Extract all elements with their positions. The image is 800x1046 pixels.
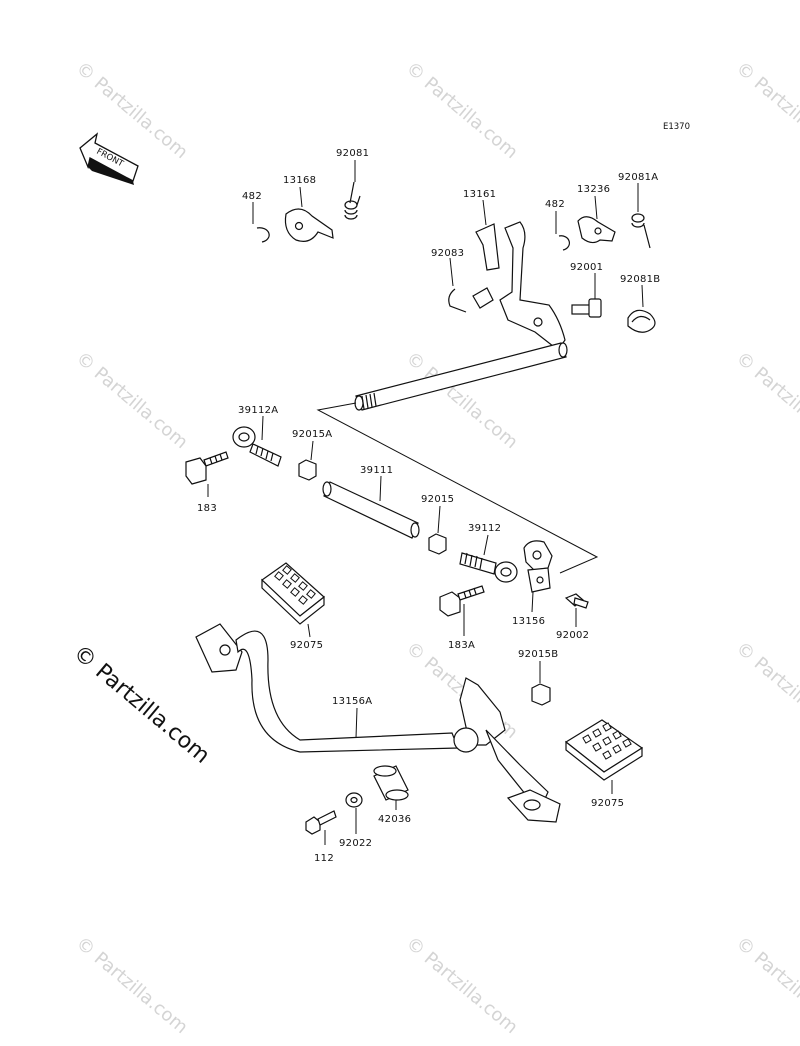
pedal-rubber-92075-upper <box>261 562 325 638</box>
spring-92081A <box>631 183 651 249</box>
label-92015A: 92015A <box>292 429 332 440</box>
label-13236: 13236 <box>577 184 610 195</box>
watermark: © Partzilla.com <box>732 933 800 1038</box>
clip-92083 <box>448 257 467 313</box>
label-39112: 39112 <box>468 523 501 534</box>
watermark: © Partzilla.com <box>72 348 192 453</box>
watermark: © Partzilla.com <box>732 58 800 163</box>
label-92081: 92081 <box>336 148 369 159</box>
label-42036: 42036 <box>378 814 411 825</box>
pedal-rubber-92075-lower <box>564 719 644 794</box>
nut-92015B <box>531 661 551 706</box>
circlip-482-left <box>252 202 270 243</box>
label-112: 112 <box>314 853 334 864</box>
front-arrow-icon: FRONT <box>79 132 139 185</box>
label-92001: 92001 <box>570 262 603 273</box>
plate-13236 <box>577 195 616 244</box>
label-92075: 92075 <box>591 798 624 809</box>
spring-92081B <box>627 284 656 333</box>
copyright-text: © Partzilla.com <box>68 640 214 768</box>
label-482: 482 <box>242 191 262 202</box>
label-13156: 13156 <box>512 616 545 627</box>
label-92015B: 92015B <box>518 649 558 660</box>
label-92075: 92075 <box>290 640 323 651</box>
watermark: © Partzilla.com <box>732 638 800 743</box>
label-92022: 92022 <box>339 838 372 849</box>
label-39112A: 39112A <box>238 405 278 416</box>
washer-92022 <box>345 792 363 834</box>
label-482: 482 <box>545 199 565 210</box>
label-92015: 92015 <box>421 494 454 505</box>
brake-pedal-13156A <box>195 623 561 823</box>
label-92002: 92002 <box>556 630 589 641</box>
bolt-92001 <box>571 273 602 318</box>
nut-92015A <box>298 440 317 481</box>
label-13156A: 13156A <box>332 696 372 707</box>
label-183A: 183A <box>448 640 475 651</box>
rod-39111 <box>322 475 420 539</box>
bolt-183A <box>439 585 485 636</box>
bolt-92002 <box>564 593 589 627</box>
tie-rod-end-39112A <box>232 415 282 467</box>
watermark: © Partzilla.com <box>732 348 800 453</box>
clamp-13156 <box>523 540 553 613</box>
label-92083: 92083 <box>431 248 464 259</box>
label-183: 183 <box>197 503 217 514</box>
label-13168: 13168 <box>283 175 316 186</box>
plate-13168 <box>284 186 334 242</box>
label-13161: 13161 <box>463 189 496 200</box>
assembly-lines <box>316 402 599 574</box>
bolt-183 <box>185 451 229 497</box>
shift-shaft <box>354 342 568 411</box>
watermark: © Partzilla.com <box>402 58 522 163</box>
nut-92015 <box>428 505 447 555</box>
watermark: © Partzilla.com <box>402 933 522 1038</box>
collar-42036 <box>373 765 409 810</box>
bolt-112 <box>305 810 337 845</box>
circlip-482-right <box>555 211 570 251</box>
shift-lever-13161 <box>472 199 566 351</box>
diagram-code: E1370 <box>663 122 690 132</box>
spring-92081 <box>344 160 361 220</box>
label-39111: 39111 <box>360 465 393 476</box>
watermark: © Partzilla.com <box>72 933 192 1038</box>
tie-rod-end-39112 <box>459 534 518 583</box>
label-92081B: 92081B <box>620 274 660 285</box>
label-92081A: 92081A <box>618 172 658 183</box>
